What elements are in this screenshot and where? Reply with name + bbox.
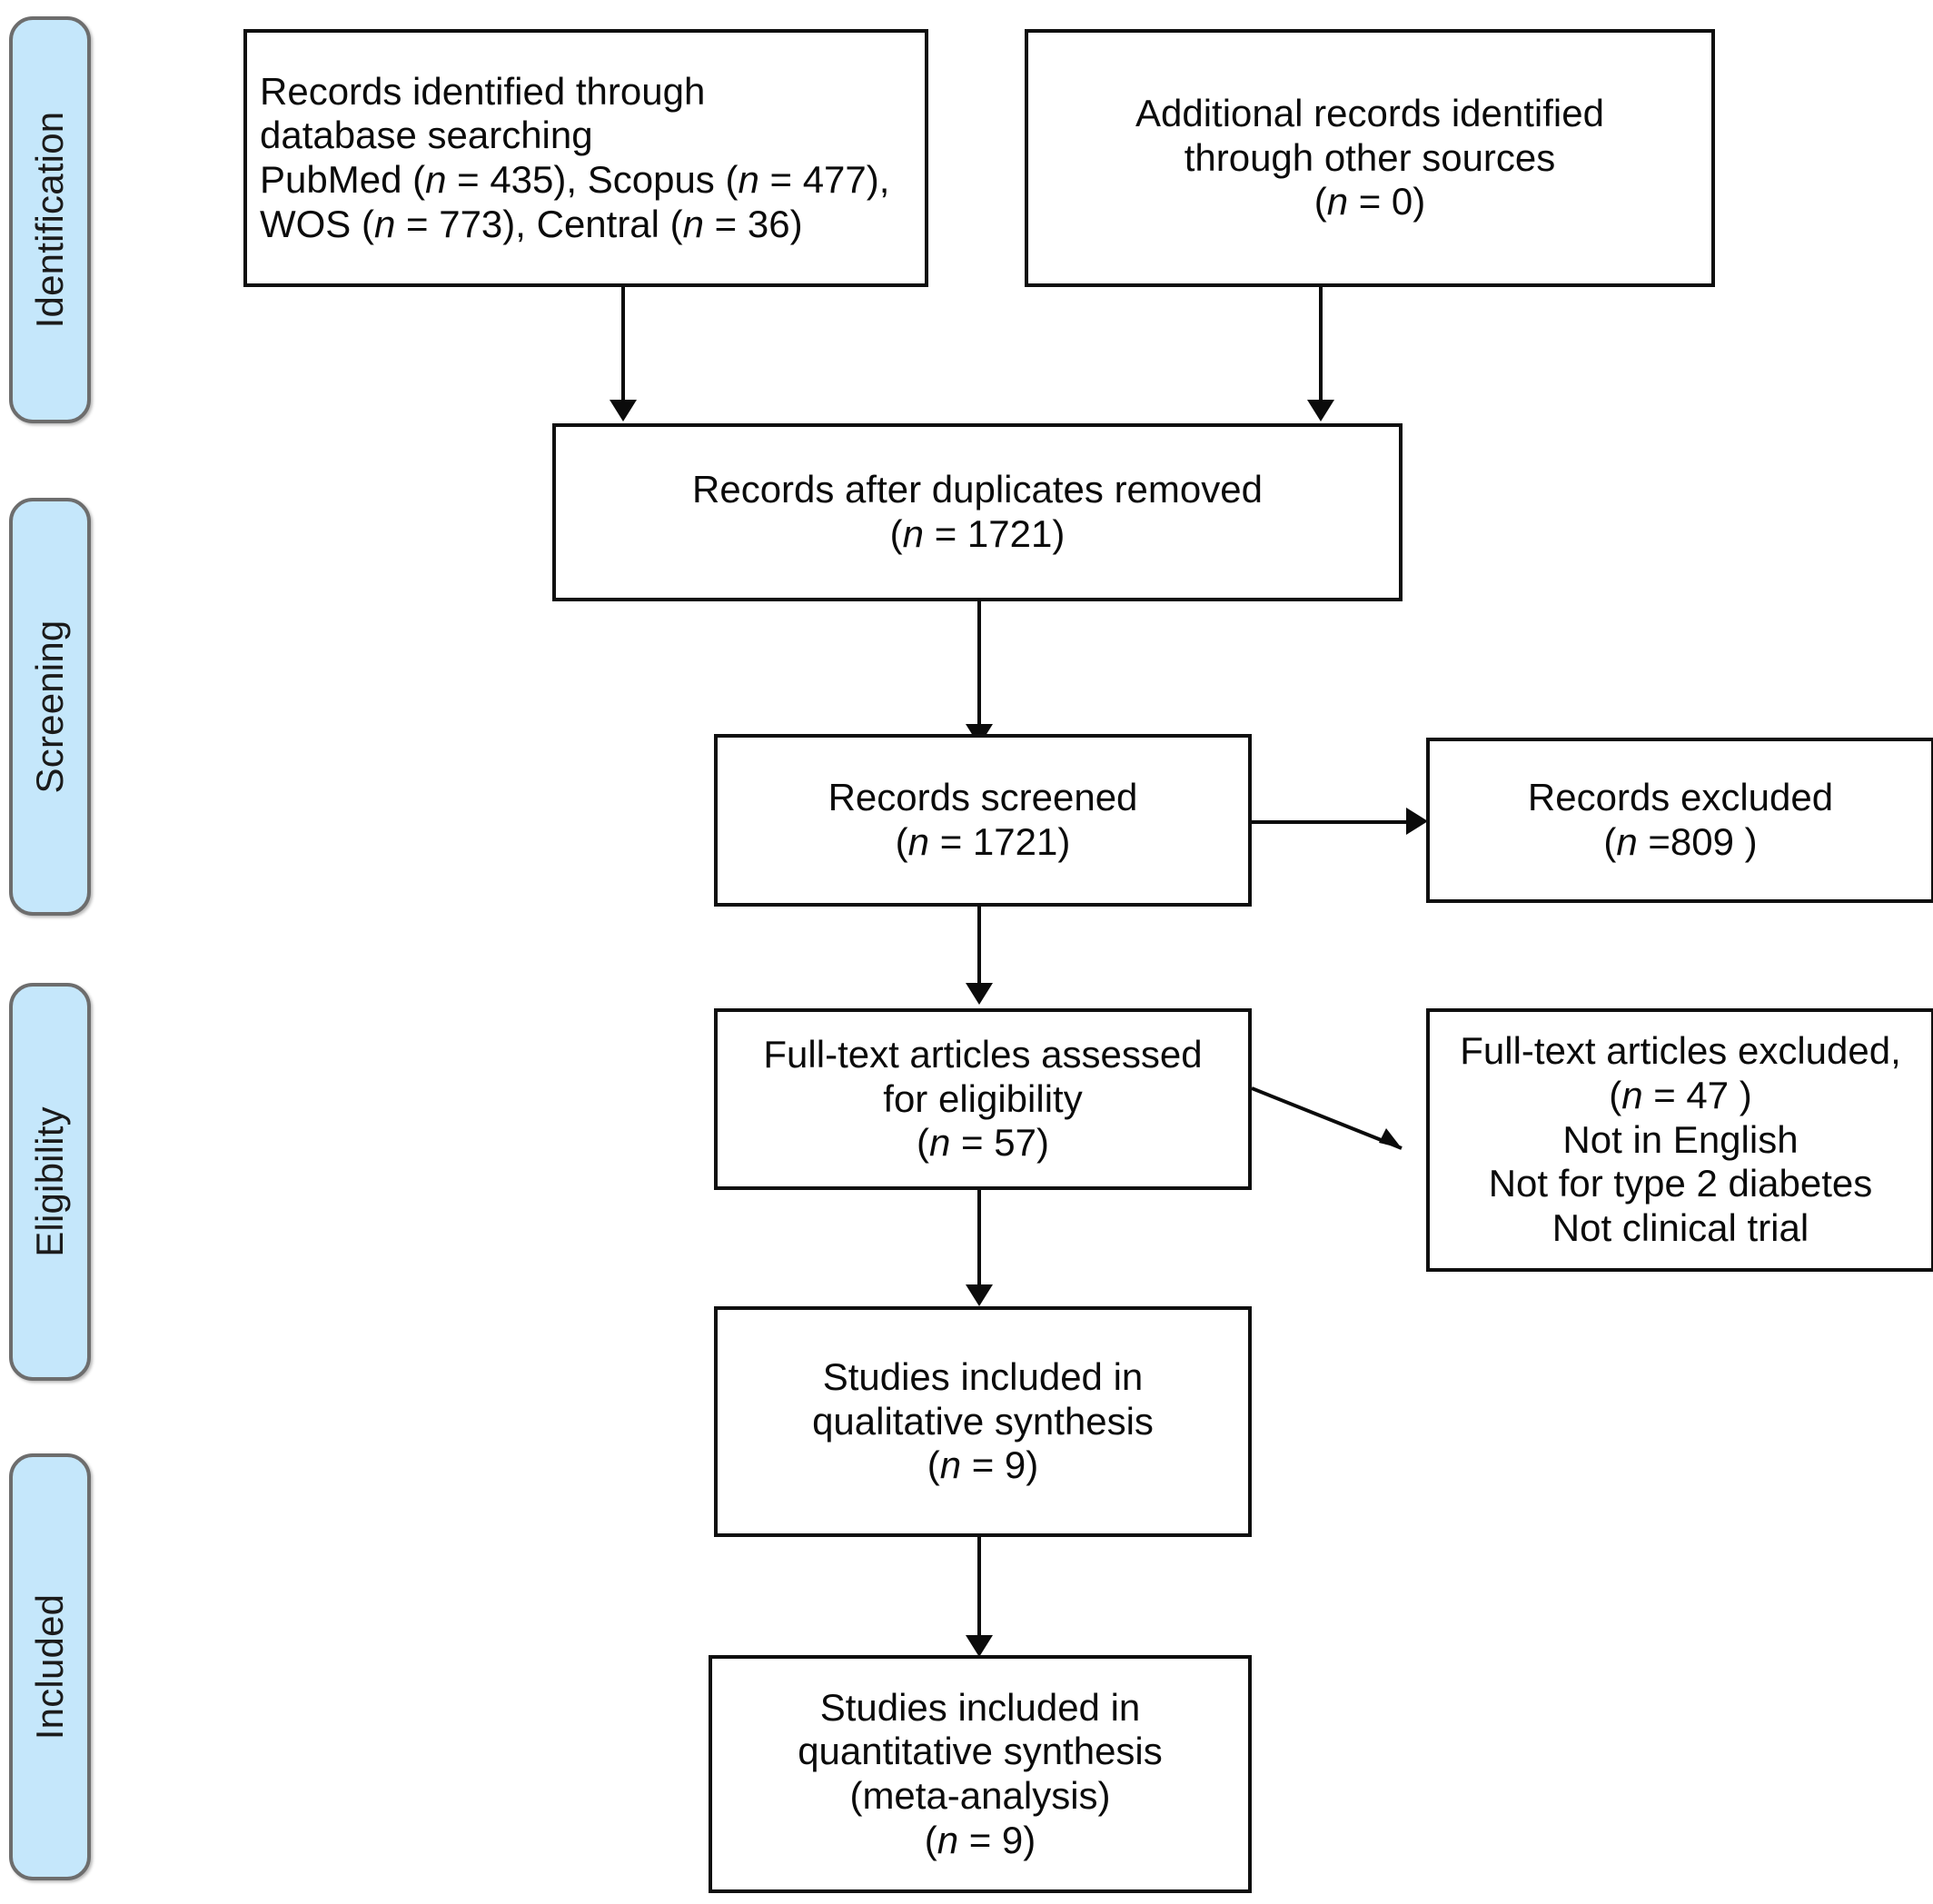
arrow-other-to-duplicates xyxy=(1307,400,1334,421)
box-fulltext-excluded-line-3: Not in English xyxy=(1562,1117,1799,1161)
stage-label-identification: Identification xyxy=(28,111,71,329)
box-quantitative-synthesis-line-3: (meta-analysis) xyxy=(849,1774,1111,1817)
arrow-qualitative-to-quantitative xyxy=(966,1635,993,1657)
stage-pill-screening: Screening xyxy=(9,498,91,916)
box-database-search-line-2: database searching xyxy=(260,114,593,157)
box-other-sources: Additional records identified through ot… xyxy=(1025,29,1715,287)
arrow-screened-to-fulltext xyxy=(966,983,993,1005)
stage-label-eligibility: Eligibility xyxy=(28,1106,71,1257)
arrow-fulltext-to-qualitative xyxy=(966,1284,993,1306)
box-qualitative-synthesis-line-1: Studies included in xyxy=(822,1354,1144,1398)
box-records-excluded-line-2: (n =809 ) xyxy=(1603,820,1758,863)
box-duplicates-removed: Records after duplicates removed (n = 17… xyxy=(552,423,1403,601)
box-fulltext-assessed-line-1: Full-text articles assessed xyxy=(763,1032,1203,1076)
connector-fulltext-to-qualitative xyxy=(977,1190,981,1288)
box-other-sources-line-1: Additional records identified xyxy=(1135,91,1604,134)
stage-pill-eligibility: Eligibility xyxy=(9,983,91,1381)
box-duplicates-removed-line-2: (n = 1721) xyxy=(889,512,1066,555)
box-quantitative-synthesis-line-1: Studies included in xyxy=(819,1685,1141,1729)
box-records-screened: Records screened (n = 1721) xyxy=(714,734,1252,907)
box-duplicates-removed-line-1: Records after duplicates removed xyxy=(692,468,1263,511)
connector-duplicates-to-screened xyxy=(977,601,981,729)
box-fulltext-excluded-line-5: Not clinical trial xyxy=(1551,1206,1809,1250)
connector-fulltext-to-excluded xyxy=(1252,1086,1403,1150)
box-database-search-line-3: PubMed (n = 435), Scopus (n = 477), xyxy=(260,158,890,201)
arrow-db-to-duplicates xyxy=(610,400,637,421)
box-records-excluded: Records excluded (n =809 ) xyxy=(1426,738,1933,903)
box-fulltext-assessed: Full-text articles assessed for eligibil… xyxy=(714,1008,1252,1190)
stage-pill-included: Included xyxy=(9,1453,91,1880)
connector-other-to-duplicates xyxy=(1319,285,1323,403)
connector-screened-to-excluded xyxy=(1252,820,1415,824)
box-fulltext-excluded-line-1: Full-text articles excluded, xyxy=(1460,1029,1901,1073)
box-other-sources-line-3: (n = 0) xyxy=(1313,180,1426,223)
stage-label-included: Included xyxy=(28,1593,71,1740)
connector-screened-to-fulltext xyxy=(977,907,981,987)
box-other-sources-line-2: through other sources xyxy=(1184,135,1556,179)
box-records-screened-line-1: Records screened xyxy=(828,776,1138,819)
box-quantitative-synthesis-line-2: quantitative synthesis xyxy=(798,1730,1163,1773)
box-qualitative-synthesis-line-2: qualitative synthesis xyxy=(812,1399,1154,1443)
box-database-search: Records identified through database sear… xyxy=(243,29,928,287)
box-fulltext-assessed-line-3: (n = 57) xyxy=(917,1121,1049,1165)
stage-pill-identification: Identification xyxy=(9,16,91,423)
arrow-screened-to-excluded xyxy=(1406,808,1428,835)
box-records-screened-line-2: (n = 1721) xyxy=(895,820,1071,863)
connector-qualitative-to-quantitative xyxy=(977,1537,981,1639)
box-database-search-line-4: WOS (n = 773), Central (n = 36) xyxy=(260,202,803,245)
box-fulltext-excluded-line-2: (n = 47 ) xyxy=(1609,1073,1752,1116)
box-fulltext-excluded: Full-text articles excluded, (n = 47 ) N… xyxy=(1426,1008,1933,1272)
box-qualitative-synthesis-line-3: (n = 9) xyxy=(927,1443,1039,1487)
box-records-excluded-line-1: Records excluded xyxy=(1527,776,1834,819)
box-fulltext-excluded-line-4: Not for type 2 diabetes xyxy=(1488,1162,1873,1205)
box-quantitative-synthesis: Studies included in quantitative synthes… xyxy=(709,1655,1252,1893)
box-quantitative-synthesis-line-4: (n = 9) xyxy=(924,1818,1036,1861)
box-fulltext-assessed-line-2: for eligibility xyxy=(883,1076,1083,1120)
connector-db-to-duplicates xyxy=(621,285,625,403)
box-qualitative-synthesis: Studies included in qualitative synthesi… xyxy=(714,1306,1252,1537)
stage-label-screening: Screening xyxy=(28,620,71,794)
box-database-search-line-1: Records identified through xyxy=(260,69,706,113)
